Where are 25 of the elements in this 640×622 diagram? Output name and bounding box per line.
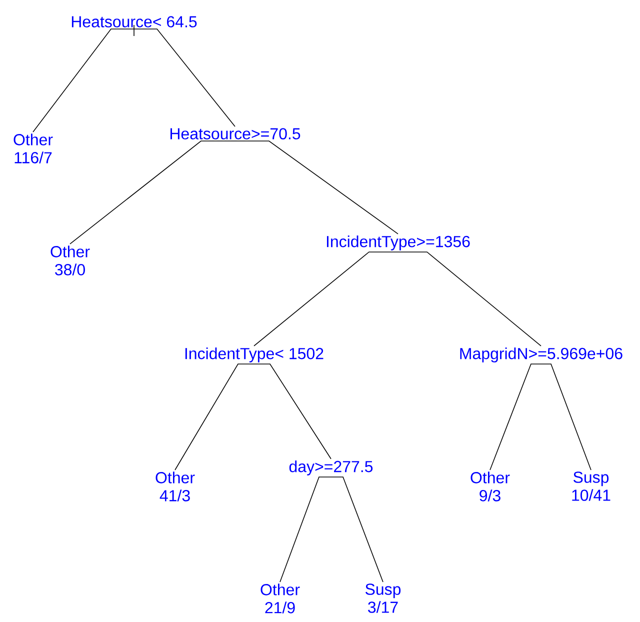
leaf-label: Other 41/3 <box>156 472 195 502</box>
branch-line <box>280 476 332 582</box>
branch-line <box>134 28 236 127</box>
leaf-label: Susp 10/41 <box>572 472 610 501</box>
split-label: day>=277.5 <box>289 460 373 476</box>
split-label: Heatsource< 64.5 <box>72 16 197 28</box>
split-label: IncidentType< 1502 <box>185 348 324 362</box>
branch-line <box>330 476 384 582</box>
branch-line <box>490 364 542 470</box>
branch-line <box>540 364 592 470</box>
branch-line <box>32 28 134 132</box>
leaf-label: Other 116/7 <box>14 134 53 164</box>
split-label: IncidentType>=1356 <box>326 236 470 250</box>
branch-line <box>70 140 236 244</box>
branch-line <box>254 364 332 460</box>
split-label: MapgridN>=5.969e+06 <box>460 348 622 362</box>
branch-line <box>234 140 398 234</box>
split-label: Heatsource>=70.5 <box>170 128 300 140</box>
leaf-label: Other 9/3 <box>470 472 510 502</box>
leaf-label: Other 38/0 <box>50 246 90 276</box>
branch-line <box>174 364 254 470</box>
branch-line <box>398 252 542 346</box>
branch-line <box>254 252 398 346</box>
leaf-label: Other 21/9 <box>260 584 300 614</box>
leaf-label: Susp 3/17 <box>366 584 401 613</box>
